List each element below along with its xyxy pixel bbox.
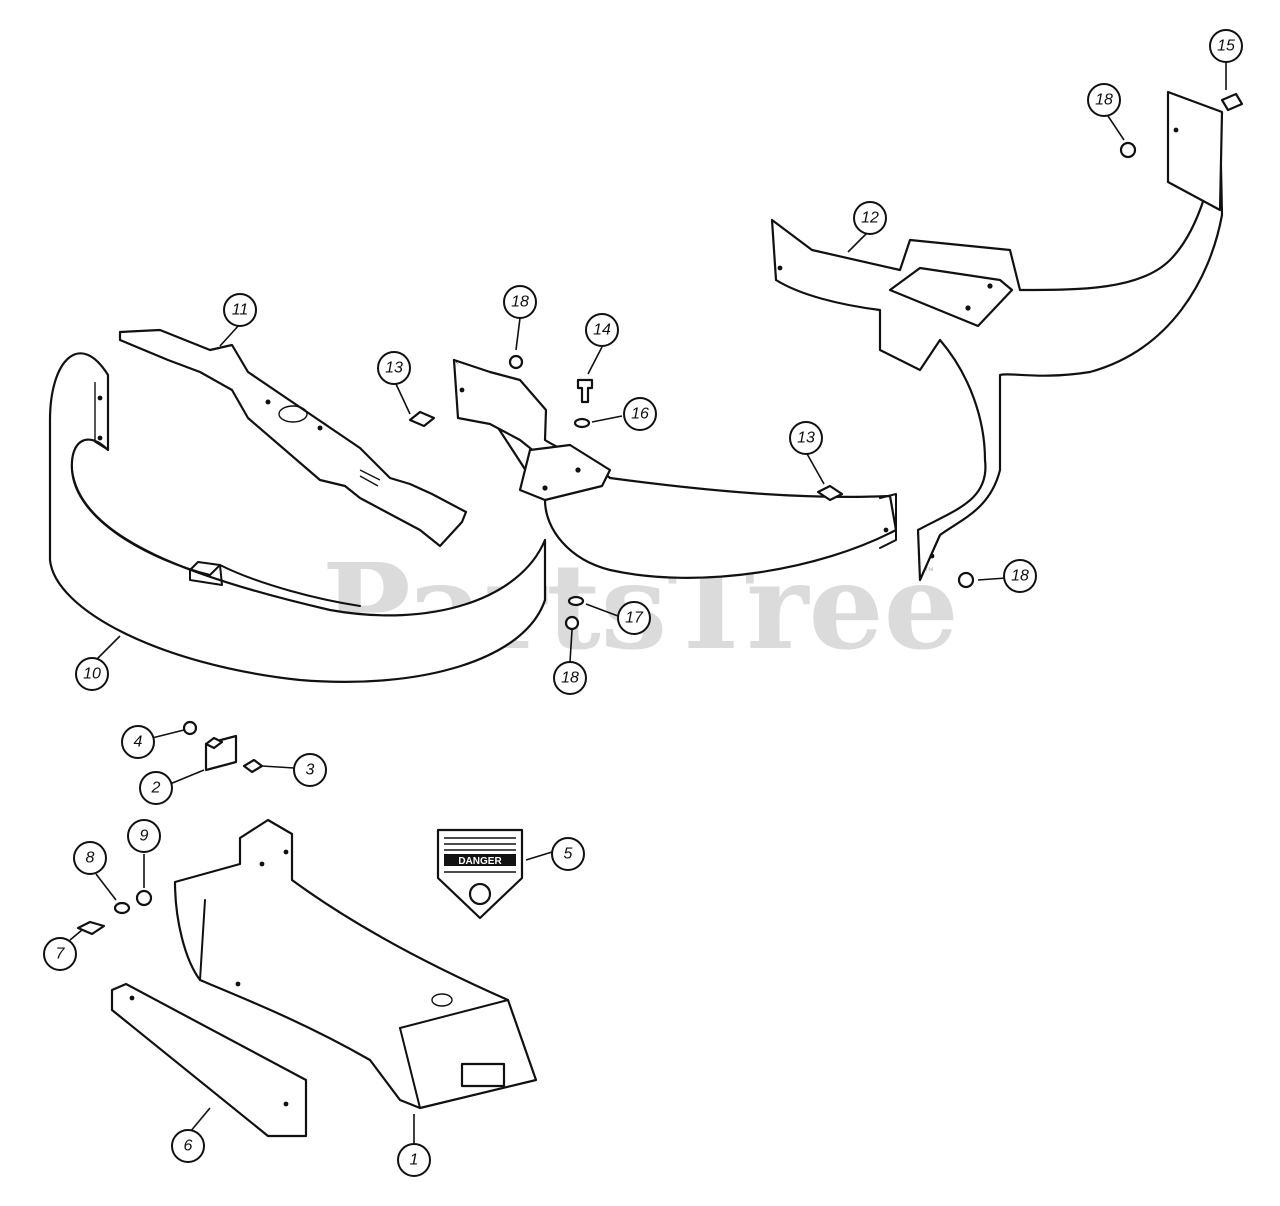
callout-label: 12	[861, 210, 879, 227]
callout-10[interactable]: 10	[75, 657, 109, 691]
callout-5[interactable]: 5	[551, 837, 585, 871]
right-baffle	[770, 90, 1224, 582]
callout-18-bottom[interactable]: 18	[553, 661, 587, 695]
callout-8[interactable]: 8	[73, 841, 107, 875]
decal-heading: DANGER	[458, 856, 502, 867]
callout-15[interactable]: 15	[1209, 29, 1243, 63]
callout-17[interactable]: 17	[617, 601, 651, 635]
callout-6[interactable]: 6	[171, 1129, 205, 1163]
callout-label: 2	[151, 780, 161, 797]
callout-label: 3	[306, 762, 315, 779]
callout-label: 9	[140, 828, 149, 845]
callout-2[interactable]: 2	[139, 771, 173, 805]
callout-13-left[interactable]: 13	[377, 351, 411, 385]
callout-18-top-right[interactable]: 18	[1087, 83, 1121, 117]
callout-label: 4	[134, 734, 143, 751]
discharge-chute	[173, 818, 538, 1110]
callout-label: 18	[561, 670, 579, 687]
callout-label: 5	[564, 846, 573, 863]
left-baffle-ring	[48, 352, 547, 683]
hardware	[76, 92, 1244, 936]
callout-14[interactable]: 14	[585, 313, 619, 347]
callouts: 11 13 18 14 16 13 12 15 18 18 17 18 10 4…	[43, 29, 1243, 1177]
callout-16[interactable]: 16	[623, 397, 657, 431]
callout-12[interactable]: 12	[853, 201, 887, 235]
callout-label: 7	[56, 946, 66, 963]
callout-label: 13	[385, 360, 403, 377]
callout-1[interactable]: 1	[397, 1143, 431, 1177]
callout-label: 16	[631, 406, 649, 423]
callout-13-right[interactable]: 13	[789, 421, 823, 455]
mower-blade	[118, 328, 468, 548]
center-baffle	[452, 358, 898, 579]
callout-label: 18	[1011, 568, 1029, 585]
callout-label: 8	[86, 850, 95, 867]
callout-label: 13	[797, 430, 815, 447]
watermark-trademark: ™	[924, 566, 934, 577]
callout-11[interactable]: 11	[223, 293, 257, 327]
callout-7[interactable]: 7	[43, 937, 77, 971]
callout-18-center[interactable]: 18	[503, 285, 537, 319]
callout-label: 18	[1095, 92, 1113, 109]
callout-label: 10	[83, 666, 101, 683]
danger-decal: DANGER	[436, 828, 524, 920]
callout-label: 17	[625, 610, 644, 627]
callout-label: 11	[232, 302, 249, 319]
callout-label: 6	[184, 1138, 193, 1155]
callout-9[interactable]: 9	[127, 819, 161, 853]
callout-4[interactable]: 4	[121, 725, 155, 759]
side-plate	[110, 982, 308, 1138]
callout-label: 15	[1217, 38, 1235, 55]
callout-label: 14	[593, 322, 611, 339]
callout-3[interactable]: 3	[293, 753, 327, 787]
callout-18-right[interactable]: 18	[1003, 559, 1037, 593]
callout-leaders	[69, 62, 1227, 1144]
callout-label: 1	[410, 1152, 419, 1169]
callout-label: 18	[511, 294, 529, 311]
